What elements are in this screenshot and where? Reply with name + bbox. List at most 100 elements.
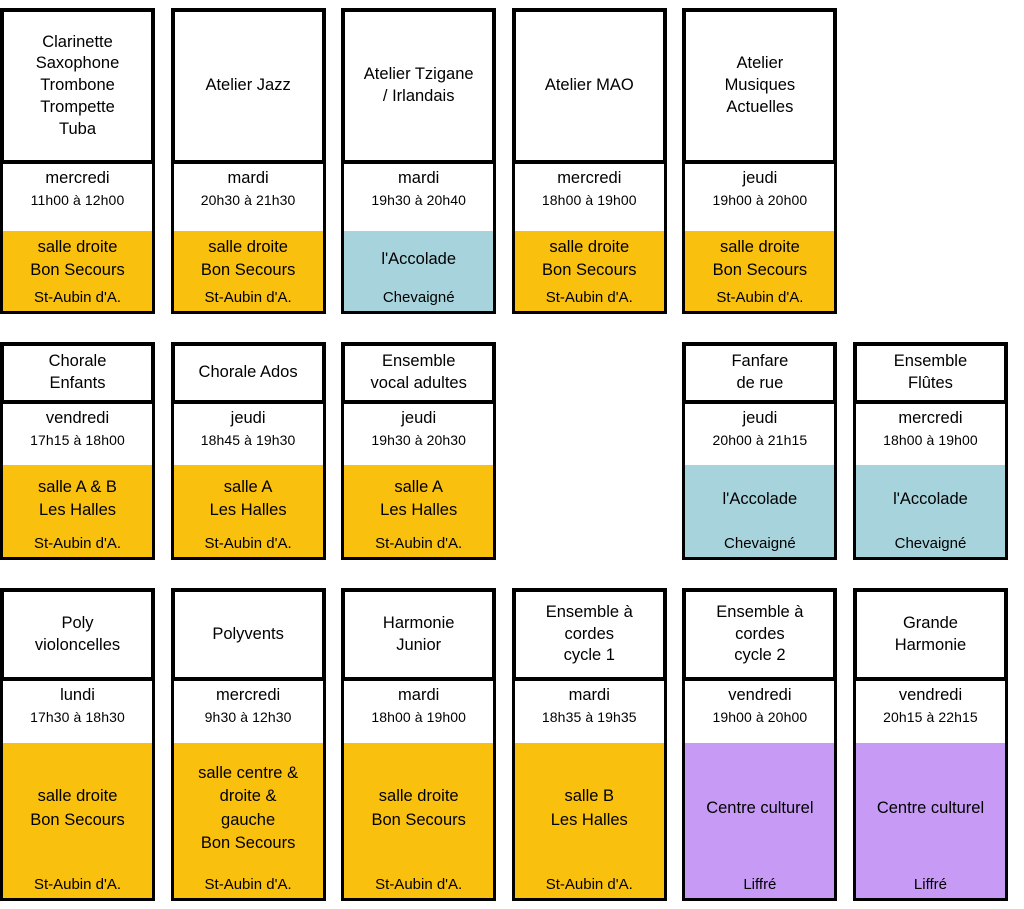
card-title: Fanfare de rue — [731, 352, 789, 392]
schedule-card[interactable]: Clarinette Saxophone Trombone Trompette … — [0, 8, 155, 314]
card-venue-town: St-Aubin d'A. — [204, 534, 292, 552]
card-venue-town: St-Aubin d'A. — [375, 534, 463, 552]
card-venue-town: St-Aubin d'A. — [716, 288, 804, 306]
card-day: jeudi — [742, 169, 778, 187]
card-day: mardi — [398, 686, 440, 704]
card-day: lundi — [60, 686, 95, 704]
card-header: Atelier Jazz — [170, 8, 326, 164]
card-venue-name: salle centre & droite & gauche Bon Secou… — [198, 763, 299, 853]
schedule-card[interactable]: Ensemble Flûtes mercredi 18h00 à 19h00 l'Ac… — [852, 342, 1008, 560]
card-venue-name: salle droite Bon Secours — [542, 237, 637, 280]
card-day: mercredi — [898, 409, 963, 427]
card-venue-town: Liffré — [743, 875, 777, 893]
card-header: Ensemble à cordes cycle 2 — [682, 588, 838, 681]
card-day: vendredi — [728, 686, 792, 704]
card-title: Atelier Tzigane / Irlandais — [363, 65, 474, 105]
card-day: jeudi — [230, 409, 266, 427]
card-venue-town: Chevaigné — [724, 534, 796, 552]
card-venue-name: Centre culturel — [706, 799, 814, 818]
card-venue-name: salle droite Bon Secours — [200, 237, 296, 280]
card-header: Harmonie Junior — [341, 588, 497, 681]
card-header: Ensemble vocal adultes — [341, 342, 497, 404]
card-day: mercredi — [45, 169, 110, 187]
card-day: mardi — [227, 169, 269, 187]
card-header: Atelier Musiques Actuelles — [682, 8, 838, 164]
card-title: Clarinette Saxophone Trombone Trompette … — [35, 32, 120, 138]
card-header: Chorale Enfants — [0, 342, 155, 404]
card-venue-town: St-Aubin d'A. — [33, 875, 122, 893]
card-venue-name: salle B Les Halles — [550, 787, 628, 829]
card-venue-name: l'Accolade — [893, 489, 968, 508]
card-time: 17h30 à 18h30 — [30, 708, 125, 725]
card-day: vendredi — [898, 686, 963, 704]
schedule-card[interactable]: Ensemble à cordes cycle 1 mardi 18h35 à 19… — [511, 588, 667, 901]
card-venue-name: salle droite Bon Secours — [30, 237, 125, 280]
card-venue-town: St-Aubin d'A. — [204, 875, 292, 893]
card-time: 18h00 à 19h00 — [883, 431, 978, 448]
card-header: Polyvents — [170, 588, 326, 681]
card-header: Fanfare de rue — [682, 342, 838, 404]
card-venue-town: St-Aubin d'A. — [33, 534, 122, 552]
card-time: 18h35 à 19h35 — [541, 708, 637, 725]
card-title: Chorale Ados — [198, 363, 298, 382]
card-header: Ensemble à cordes cycle 1 — [511, 588, 667, 681]
card-title: Ensemble à cordes cycle 2 — [716, 602, 804, 665]
schedule-slot: Clarinette Saxophone Trombone Trompette … — [0, 8, 171, 314]
card-venue-name: salle droite Bon Secours — [712, 237, 808, 280]
card-title: Ensemble Flûtes — [893, 352, 968, 392]
card-title: Ensemble à cordes cycle 1 — [545, 602, 633, 665]
card-venue-name: salle A & B Les Halles — [38, 477, 117, 520]
card-title: Atelier Musiques Actuelles — [724, 54, 796, 116]
card-body: lundi 17h30 à 18h30 salle droite Bon Secou… — [0, 681, 155, 901]
card-venue-name: salle droite Bon Secours — [371, 787, 466, 829]
card-day: mardi — [568, 686, 610, 704]
